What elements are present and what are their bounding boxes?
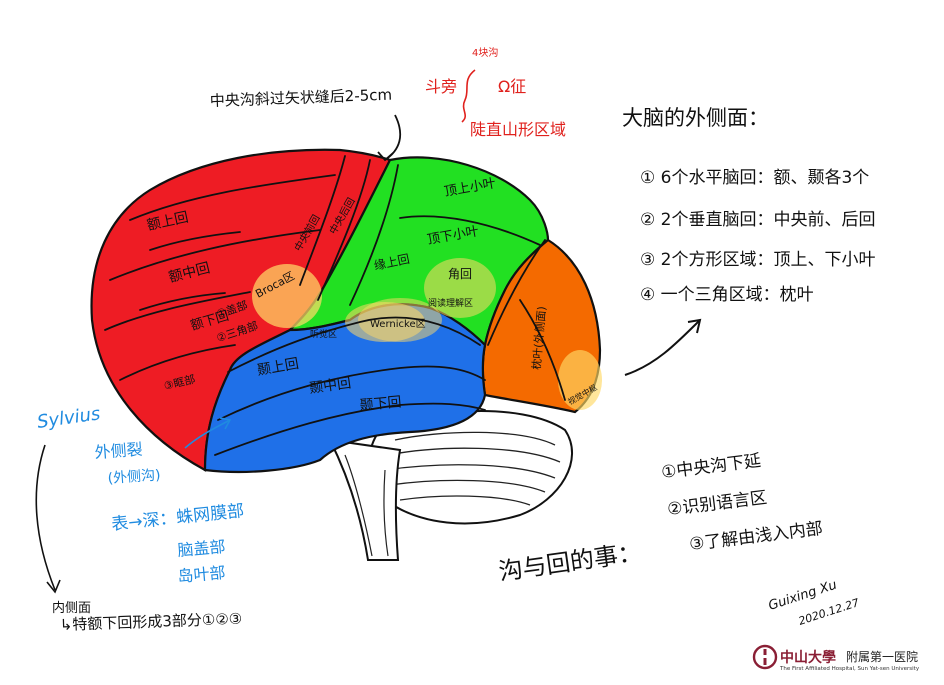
temporal-lobe [203,303,487,474]
occipital-line [519,299,566,401]
inner-label-1: 内侧面 [52,600,91,616]
top-annotations: 中央沟斜过矢状缝后2-5cm 斗旁 4块沟 Ω征 陡直山形区域 [210,46,566,162]
inferior-temporal-sulcus [214,402,486,456]
red-note-small: 4块沟 [472,46,498,59]
red-note-1: 斗旁 [425,77,457,96]
wernicke-area [358,298,442,342]
lateral-fissure [227,316,481,373]
summary-item-2: ② 2个垂直脑回：中央前、后回 [640,210,875,230]
central-sulcus-note: 中央沟斜过矢状缝后2-5cm [210,86,393,110]
brain-stem [328,438,402,561]
summary-item-1: ① 6个水平脑回：额、颞各3个 [640,168,869,188]
inner-arrow [35,444,56,591]
hospital-english-name: The First Affiliated Hospital, Sun Yat-s… [780,666,920,672]
label-occipital: 枕叶(外侧面) [529,306,548,371]
label-temporal-inf: 颞下回 [359,394,402,414]
precentral-sulcus [299,155,346,286]
sulcus-item-1: ①中央沟下延 [660,451,762,483]
intraparietal-sulcus [399,215,541,246]
lower-frontal-line [104,291,251,331]
lateral-fissure-1: 外侧裂 [94,440,143,462]
inferior-frontal-sulcus [109,229,321,281]
label-temporal-mid: 颞中回 [308,375,352,397]
label-angular: 角回 [448,267,472,281]
cerebellum [368,410,574,525]
postcentral-sulcus [349,164,399,306]
frontal-inner-1 [149,231,241,251]
central-sulcus [317,159,371,301]
parieto-occipital-sulcus [487,239,546,346]
hospital-footer: 中山大學 附属第一医院 The First Affiliated Hospita… [752,642,940,682]
summary-title: 大脑的外侧面： [622,106,769,130]
label-auditory: 听觉区 [310,329,337,340]
label-reading: 阅读理解区 [428,297,473,309]
sulcus-item-3: ③了解由浅入内部 [688,519,824,555]
university-logo-icon [752,644,778,670]
broca-area [252,264,322,328]
surface-2: 脑盖部 [177,537,226,560]
frontal-inner-2 [139,292,226,311]
hospital-name: 附属第一医院 [846,650,919,664]
summary-item-4: ④ 一个三角区域：枕叶 [640,285,814,305]
surface-1: 表→深：蛛网膜部 [110,501,245,535]
red-note-2: Ω征 [498,77,526,96]
summary-block: 大脑的外侧面： ① 6个水平脑回：额、颞各3个 ② 2个垂直脑回：中央前、后回 … [622,106,875,376]
surface-3: 岛叶部 [177,563,226,586]
university-name: 中山大學 [780,650,836,666]
summary-arrow [624,319,701,376]
summary-item-3: ③ 2个方形区域：顶上、下小叶 [640,250,875,270]
red-brace [461,69,476,123]
red-note-3: 陡直山形区域 [470,120,566,139]
superior-frontal-sulcus [129,174,336,221]
fissure-arrow [184,419,231,449]
label-wernicke: Wernicke区 [370,318,426,330]
superior-temporal-sulcus [217,365,486,421]
language-areas [252,258,602,410]
label-temporal-sup: 颞上回 [256,356,300,379]
orbital-line [119,344,236,381]
visual-area [558,350,602,410]
lateral-fissure-2: (外侧沟) [107,467,161,487]
angular-area [424,258,496,318]
sulcus-title: 沟与回的事： [497,538,643,586]
sylvius-label: Sylvius [36,403,102,433]
sulcus-item-2: ②识别语言区 [666,488,768,520]
sulci [104,155,566,456]
